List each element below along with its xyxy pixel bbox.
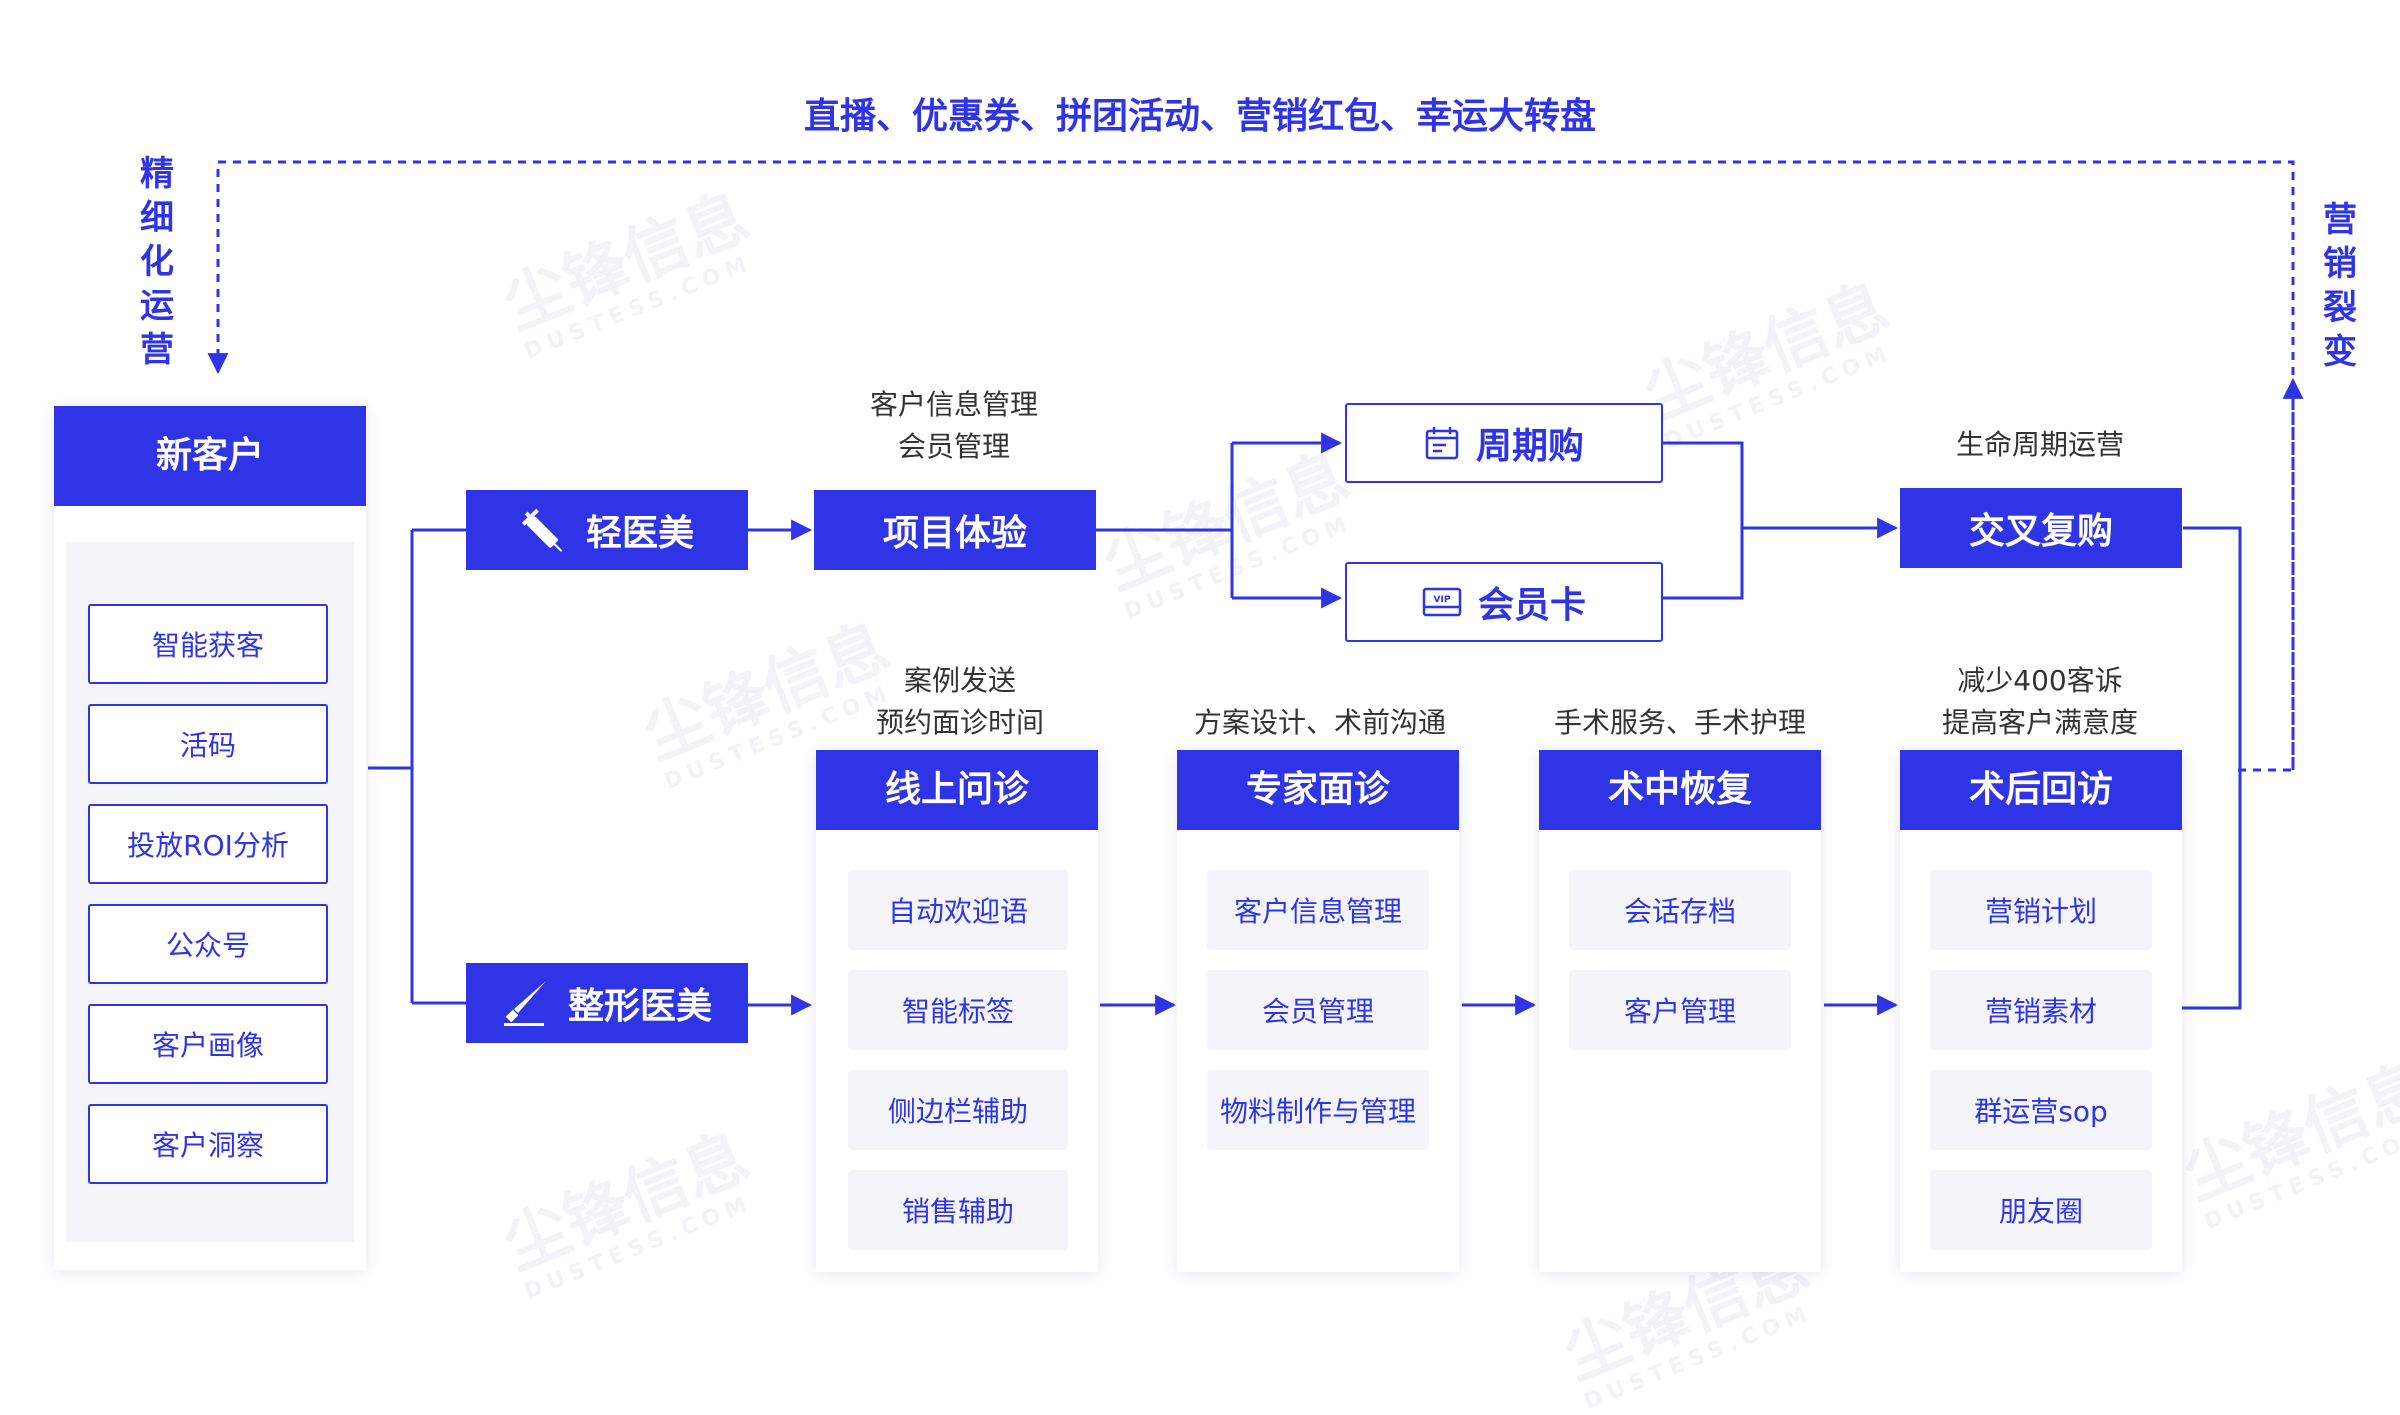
stage-item[interactable]: 自动欢迎语 — [848, 870, 1068, 950]
followup-note: 减少400客诉 提高客户满意度 — [1941, 664, 2138, 739]
light-beauty-label: 轻医美 — [585, 513, 694, 554]
stage-item[interactable]: 客户管理 — [1569, 970, 1791, 1050]
source-item[interactable]: 客户洞察 — [88, 1104, 328, 1184]
repurchase-to-followup — [2180, 526, 2242, 1010]
stage-item[interactable]: 客户信息管理 — [1207, 870, 1429, 950]
svg-text:VIP: VIP — [1434, 595, 1451, 605]
scalpel-icon — [503, 981, 546, 1026]
top-marketing-label: 直播、优惠券、拼团活动、营销红包、幸运大转盘 — [803, 96, 1596, 137]
expert-consultation-title: 专家面诊 — [1177, 750, 1459, 830]
source-item[interactable]: 智能获客 — [88, 604, 328, 684]
stage-item[interactable]: 营销素材 — [1930, 970, 2152, 1050]
recovery-note: 手术服务、手术护理 — [1553, 706, 1806, 739]
periodic-purchase-node[interactable]: 周期购 — [1345, 403, 1663, 483]
new-customer-title: 新客户 — [54, 406, 366, 506]
stage-item[interactable]: 群运营sop — [1930, 1070, 2152, 1150]
stage-item[interactable]: 侧边栏辅助 — [848, 1070, 1068, 1150]
repurchase-note: 生命周期运营 — [1955, 428, 2124, 461]
marketing-fission-label: 营销裂变 — [2323, 200, 2357, 372]
connector-lines — [207, 160, 2304, 1016]
followup-title: 术后回访 — [1900, 750, 2182, 830]
stage-item[interactable]: 会员管理 — [1207, 970, 1429, 1050]
source-item[interactable]: 公众号 — [88, 904, 328, 984]
source-item[interactable]: 客户画像 — [88, 1004, 328, 1084]
dashed-feedback-loop — [207, 160, 2295, 772]
vip-card-icon: VIP — [1422, 587, 1462, 617]
online-consultation-note: 案例发送 预约面诊时间 — [875, 664, 1044, 739]
recovery-title: 术中恢复 — [1539, 750, 1821, 830]
stage-item[interactable]: 会话存档 — [1569, 870, 1791, 950]
member-card-node[interactable]: VIP 会员卡 — [1345, 562, 1663, 642]
stage-item[interactable]: 智能标签 — [848, 970, 1068, 1050]
syringe-icon — [521, 508, 563, 552]
refined-operation-label: 精细化运营 — [140, 154, 174, 370]
stage-item[interactable]: 营销计划 — [1930, 870, 2152, 950]
expert-consultation-note: 方案设计、术前沟通 — [1193, 706, 1446, 739]
periodic-purchase-label: 周期购 — [1475, 426, 1584, 467]
member-card-label: 会员卡 — [1477, 585, 1586, 626]
stage-item[interactable]: 销售辅助 — [848, 1170, 1068, 1250]
stage-item[interactable]: 物料制作与管理 — [1207, 1070, 1429, 1150]
cross-repurchase-node[interactable]: 交叉复购 — [1900, 488, 2182, 568]
surgery-beauty-label: 整形医美 — [567, 986, 712, 1027]
stage-item[interactable]: 朋友圈 — [1930, 1170, 2152, 1250]
calendar-icon — [1425, 427, 1459, 460]
expert-consultation-panel: 专家面诊 客户信息管理 会员管理 物料制作与管理 — [1177, 750, 1459, 1272]
source-item[interactable]: 活码 — [88, 704, 328, 784]
light-beauty-node[interactable]: 轻医美 — [466, 490, 748, 570]
project-experience-node[interactable]: 项目体验 — [814, 490, 1096, 570]
followup-panel: 术后回访 营销计划 营销素材 群运营sop 朋友圈 — [1900, 750, 2182, 1272]
online-consultation-title: 线上问诊 — [816, 750, 1098, 830]
source-items-area: 智能获客 活码 投放ROI分析 公众号 客户画像 客户洞察 — [66, 542, 354, 1242]
source-item[interactable]: 投放ROI分析 — [88, 804, 328, 884]
recovery-panel: 术中恢复 会话存档 客户管理 — [1539, 750, 1821, 1272]
surgery-beauty-node[interactable]: 整形医美 — [466, 963, 748, 1043]
online-consultation-panel: 线上问诊 自动欢迎语 智能标签 侧边栏辅助 销售辅助 — [816, 750, 1098, 1272]
new-customer-panel: 新客户 智能获客 活码 投放ROI分析 公众号 客户画像 客户洞察 — [54, 406, 366, 1270]
project-note: 客户信息管理 会员管理 — [869, 388, 1038, 463]
